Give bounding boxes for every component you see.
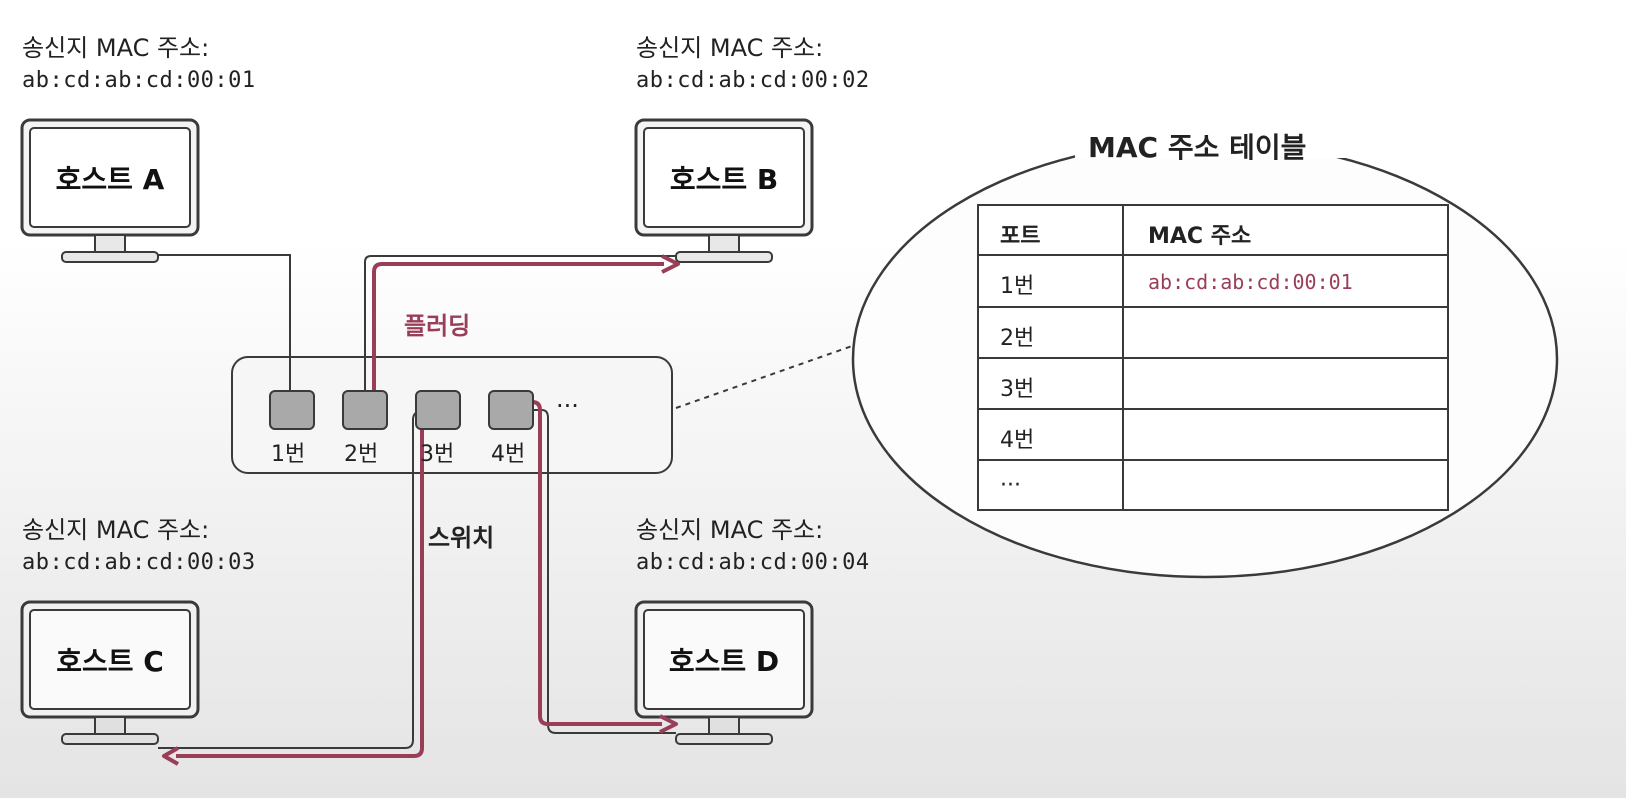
- flood-arrow-host-c: [162, 746, 179, 766]
- flood-arrow-host-d: [659, 714, 678, 734]
- host-c-monitor: [20, 600, 200, 745]
- host-c-mac: ab:cd:ab:cd:00:03: [22, 550, 256, 575]
- table-row-3-port: 3번: [1000, 377, 1035, 402]
- host-b-mac: ab:cd:ab:cd:00:02: [636, 68, 870, 93]
- port-3: [415, 390, 461, 430]
- table-row-4-port: 4번: [1000, 428, 1035, 453]
- table-header-mac: MAC 주소: [1148, 224, 1252, 249]
- host-d-caption: 송신지 MAC 주소:: [636, 516, 824, 544]
- port-1: [269, 390, 315, 430]
- mac-table-grid: [977, 204, 1449, 511]
- host-c-name: 호스트 C: [56, 645, 164, 678]
- switch-label: 스위치: [428, 524, 495, 552]
- more-ports: ···: [556, 392, 579, 420]
- port-2-label: 2번: [344, 442, 379, 467]
- host-d-monitor: [634, 600, 814, 745]
- table-row-2-port: 2번: [1000, 326, 1035, 351]
- cable-host-a-port1: [158, 254, 291, 394]
- host-a-mac: ab:cd:ab:cd:00:01: [22, 68, 256, 93]
- host-b-caption: 송신지 MAC 주소:: [636, 34, 824, 62]
- port-3-label: 3번: [420, 442, 455, 467]
- cable-host-b-port2: [364, 255, 676, 394]
- flood-path-to-host-d: [531, 400, 662, 726]
- port-4: [488, 390, 534, 430]
- host-a-monitor: [20, 118, 200, 263]
- port-2: [342, 390, 388, 430]
- host-a-caption: 송신지 MAC 주소:: [22, 34, 210, 62]
- host-c-caption: 송신지 MAC 주소:: [22, 516, 210, 544]
- host-b-name: 호스트 B: [669, 163, 779, 196]
- table-row-5-port: ···: [1000, 473, 1021, 498]
- zoom-connector: [675, 345, 853, 409]
- host-d-mac: ab:cd:ab:cd:00:04: [636, 550, 870, 575]
- flood-path-to-host-b: [372, 262, 664, 394]
- table-row-1-port: 1번: [1000, 274, 1035, 299]
- port-4-label: 4번: [491, 442, 526, 467]
- cable-host-d-port4: [532, 409, 676, 734]
- port-1-label: 1번: [271, 442, 306, 467]
- flood-arrow-host-b: [661, 254, 680, 274]
- mac-table-title: MAC 주소 테이블: [1088, 131, 1307, 164]
- table-header-port: 포트: [1000, 224, 1041, 249]
- table-row-1-mac: ab:cd:ab:cd:00:01: [1148, 270, 1353, 294]
- flooding-label: 플러딩: [404, 312, 471, 340]
- host-a-name: 호스트 A: [55, 163, 165, 196]
- host-d-name: 호스트 D: [668, 645, 780, 678]
- mac-table-title-gap: [1075, 128, 1355, 158]
